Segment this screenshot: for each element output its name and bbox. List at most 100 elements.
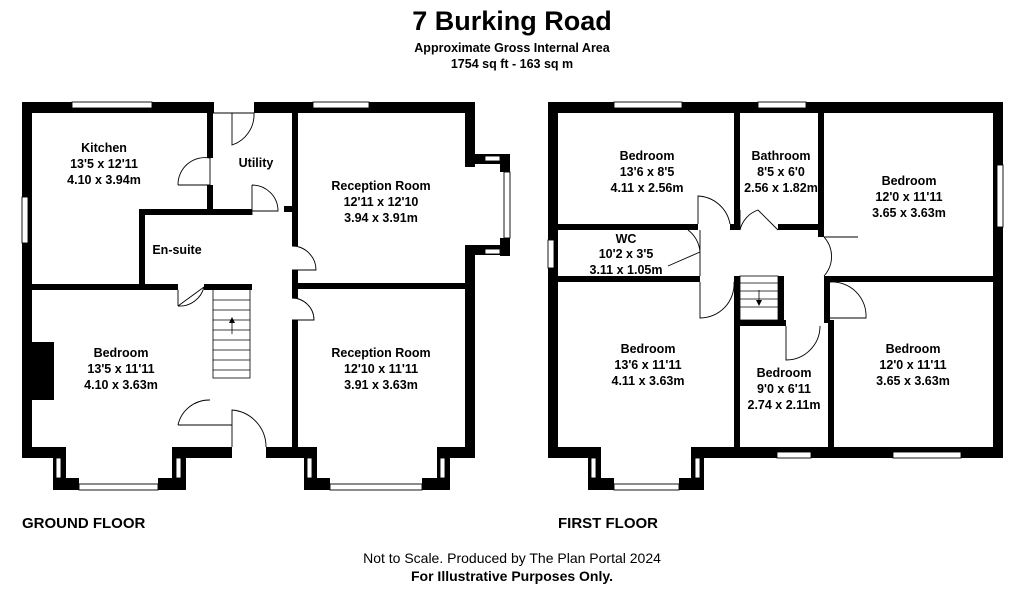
room-bathroom: Bathroom 8'5 x 6'0 2.56 x 1.82m [744,149,818,195]
room-size-metric: 3.65 x 3.63m [872,206,946,220]
room-size-metric: 3.94 x 3.91m [344,211,418,225]
window [503,171,511,239]
front-door [231,409,267,448]
room-size-imperial: 13'6 x 11'11 [614,358,681,372]
room-reception-top: Reception Room 12'11 x 12'10 3.94 x 3.91… [331,179,430,225]
wall [691,447,1003,458]
wall [292,320,298,448]
window [613,483,680,491]
reception-top-door [291,245,317,271]
first-staircase [739,275,779,321]
wall [558,276,700,282]
window [694,457,701,479]
wall [284,206,298,212]
bedroom-bottom-right-door [829,281,867,319]
wall [824,276,830,323]
wall [588,478,614,490]
window [484,248,501,255]
wall [465,245,475,457]
room-wc: WC 10'2 x 3'5 3.11 x 1.05m [590,232,663,277]
room-ensuite: En-suite [152,243,201,257]
first-floor-label: FIRST FLOOR [558,515,658,532]
wall [548,447,590,458]
bedroom-top-right-door [823,236,858,277]
window [547,239,555,269]
room-bedroom-small: Bedroom 9'0 x 6'11 2.74 x 2.11m [748,366,821,412]
bedroom-top-left-door [697,195,731,225]
wall [292,113,298,246]
wall [828,320,834,447]
bedroom-door [177,399,232,426]
room-size-metric: 4.10 x 3.94m [67,173,141,187]
wall [139,209,145,290]
wall [139,209,252,215]
room-reception-bottom: Reception Room 12'10 x 11'11 3.91 x 3.63… [331,346,430,392]
room-name: Kitchen [81,141,127,155]
wall [818,113,824,237]
window [757,101,807,109]
footer-illustrative: For Illustrative Purposes Only. [410,568,613,584]
room-name: Bedroom [757,366,812,380]
room-bedroom-top-right: Bedroom 12'0 x 11'11 3.65 x 3.63m [872,174,946,220]
wall [207,113,213,158]
room-name: Reception Room [331,346,430,360]
room-size-metric: 2.74 x 2.11m [748,398,821,412]
wall [437,447,475,458]
wall [730,224,740,230]
ground-staircase [212,287,251,379]
wall [207,185,213,215]
room-size-imperial: 13'5 x 11'11 [87,362,154,376]
wall [22,447,57,458]
wall [778,224,824,230]
window [175,457,182,479]
ground-floor-plan [21,101,511,491]
area-caption: Approximate Gross Internal Area [414,41,610,55]
window [21,196,29,244]
property-title: 7 Burking Road [412,6,612,36]
wall [53,478,79,490]
wall [558,224,698,230]
room-size-metric: 4.10 x 3.63m [84,378,158,392]
wall [734,113,740,230]
room-size-metric: 2.56 x 1.82m [744,181,818,195]
room-name: Bathroom [751,149,810,163]
room-name: Bedroom [94,346,149,360]
wall [266,447,316,458]
room-name: Reception Room [331,179,430,193]
wc-door [667,229,701,276]
room-name: Bedroom [882,174,937,188]
room-size-imperial: 8'5 x 6'0 [757,165,805,179]
window [306,457,313,479]
room-size-imperial: 12'0 x 11'11 [875,190,942,204]
room-kitchen: Kitchen 13'5 x 12'11 4.10 x 3.94m [67,141,141,187]
room-name: Bedroom [620,149,675,163]
wall [734,276,740,447]
kitchen-door [177,157,211,186]
wall [734,320,786,326]
room-size-imperial: 12'11 x 12'10 [344,195,419,209]
room-name: Utility [239,156,274,170]
room-bedroom-bottom-left: Bedroom 13'6 x 11'11 4.11 x 3.63m [612,342,685,388]
wall [172,447,232,458]
room-size-metric: 4.11 x 2.56m [611,181,684,195]
reception-bottom-door [291,297,315,321]
bathroom-door [739,209,779,231]
room-size-imperial: 9'0 x 6'11 [757,382,811,396]
bedroom-small-door [785,325,821,361]
room-bedroom-bottom-right: Bedroom 12'0 x 11'11 3.65 x 3.63m [876,342,950,388]
utility-external-door [213,112,255,146]
room-size-imperial: 10'2 x 3'5 [599,247,654,261]
wall [292,283,475,289]
room-utility: Utility [239,156,274,170]
window [55,457,62,479]
room-size-metric: 3.65 x 3.63m [876,374,950,388]
window [996,164,1004,228]
window [613,101,683,109]
window [71,101,153,109]
wall [22,102,32,458]
utility-door [251,184,279,215]
wall [778,276,784,326]
room-size-imperial: 13'5 x 12'11 [70,157,138,171]
room-size-imperial: 12'10 x 11'11 [344,362,418,376]
